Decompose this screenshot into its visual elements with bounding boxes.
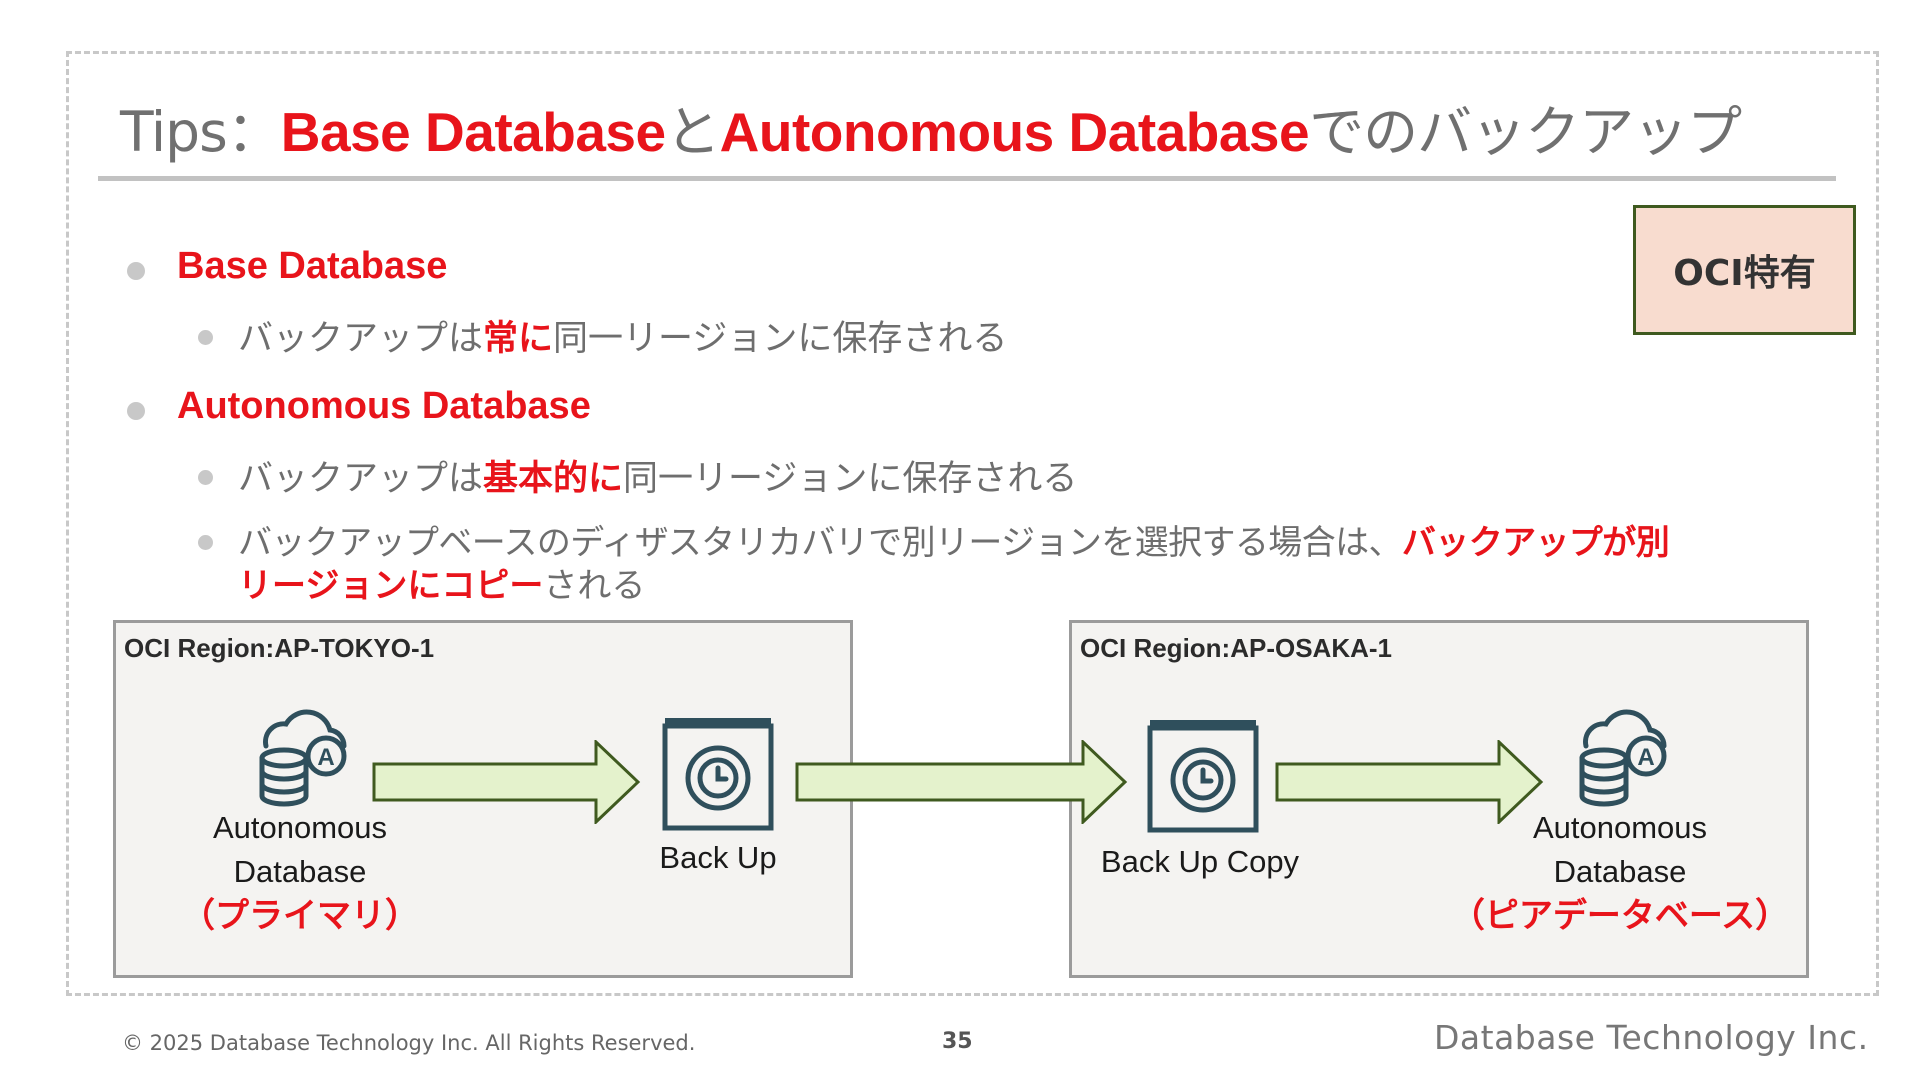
- footer-copyright: © 2025 Database Technology Inc. All Righ…: [122, 1031, 696, 1055]
- bullet-adb-backup: バックアップは基本的に同一リージョンに保存される: [238, 450, 1077, 501]
- backup-label: Back Up: [659, 840, 777, 875]
- emphasis: 常に: [483, 319, 554, 359]
- primary-db-sublabel: （プライマリ）: [181, 896, 419, 936]
- arrow-to-backup: [372, 740, 641, 824]
- text: バックアップベースのディザスタリカバリで別リージョンを選択する場合は、: [238, 523, 1403, 563]
- region-osaka-label: OCI Region:AP-OSAKA-1: [1080, 633, 1392, 663]
- slide-frame: [66, 51, 1879, 996]
- title-mid: と: [665, 100, 721, 164]
- peer-db-sublabel: （ピアデータベース）: [1450, 896, 1790, 936]
- peer-database-icon: A: [1579, 709, 1667, 807]
- bullet-dot: [127, 402, 145, 420]
- slide-title: Tips：Base DatabaseとAutonomous Databaseでの…: [120, 92, 1742, 172]
- backup-copy-label: Back Up Copy: [1100, 844, 1300, 879]
- bullet-base-backup: バックアップは常に同一リージョンに保存される: [238, 310, 1007, 361]
- bullet-autonomous-database: Autonomous Database: [177, 385, 591, 427]
- text: 同一リージョンに保存される: [623, 459, 1078, 499]
- title-prefix: Tips：: [120, 100, 282, 164]
- company-logo-text: Database Technology Inc.: [1434, 1018, 1869, 1057]
- emphasis: バックアップが別: [1401, 523, 1670, 563]
- title-suffix: でのバックアップ: [1309, 100, 1742, 164]
- emphasis: 基本的に: [483, 459, 624, 499]
- region-tokyo-label: OCI Region:AP-TOKYO-1: [124, 633, 435, 663]
- svg-text:A: A: [1637, 744, 1654, 771]
- bullet-adb-dr-line1: バックアップベースのディザスタリカバリで別リージョンを選択する場合は、バックアッ…: [238, 515, 1670, 564]
- title-base-database: Base Database: [280, 101, 666, 163]
- page-number: 35: [942, 1029, 973, 1054]
- region-tokyo-box: OCI Region:AP-TOKYO-1: [113, 620, 853, 978]
- bullet-dot: [198, 535, 213, 550]
- svg-text:A: A: [317, 744, 334, 771]
- label-line: Autonomous: [1532, 810, 1708, 845]
- label-line: Database: [1553, 854, 1687, 889]
- arrow-cross-region: [795, 740, 1128, 824]
- title-underline: [98, 176, 1836, 181]
- bullet-base-database: Base Database: [177, 245, 448, 287]
- text: バックアップは: [238, 319, 484, 359]
- bullet-dot: [198, 470, 213, 485]
- label-line: Autonomous: [212, 810, 388, 845]
- oci-specific-badge: OCI特有: [1633, 205, 1856, 335]
- bullet-dot: [198, 330, 213, 345]
- peer-db-label: Autonomous Database: [1480, 806, 1760, 894]
- emphasis: リージョンにコピー: [238, 566, 544, 606]
- title-autonomous-database: Autonomous Database: [719, 101, 1310, 163]
- backup-icon: [662, 718, 774, 831]
- primary-db-label: Autonomous Database: [160, 806, 440, 894]
- autonomous-database-icon: A: [259, 709, 347, 807]
- label-line: Database: [233, 854, 367, 889]
- bullet-dot: [127, 262, 145, 280]
- text: される: [543, 566, 646, 606]
- bullet-adb-dr-line2: リージョンにコピーされる: [238, 558, 645, 607]
- backup-copy-icon: [1147, 720, 1259, 833]
- arrow-to-peer: [1275, 740, 1544, 824]
- text: 同一リージョンに保存される: [553, 319, 1008, 359]
- text: バックアップは: [238, 459, 484, 499]
